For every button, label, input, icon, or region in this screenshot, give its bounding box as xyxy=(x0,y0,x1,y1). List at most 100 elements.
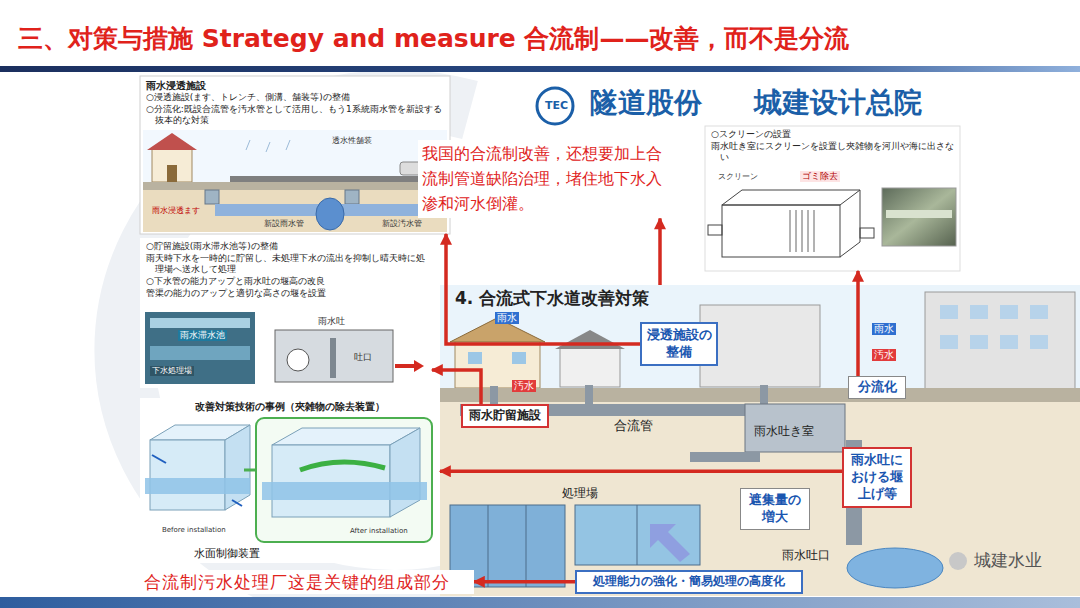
part-label: 雨水滞水池 xyxy=(178,330,227,341)
sewer-illustration xyxy=(585,385,593,405)
device-before-drawing xyxy=(232,500,242,506)
infiltration-illustration xyxy=(147,133,197,150)
device-before-drawing xyxy=(225,425,250,510)
company-name: 隧道股份 xyxy=(588,86,704,120)
measure-box: 浸透施設の整備 xyxy=(640,322,718,366)
device-before-drawing xyxy=(145,425,250,510)
panel-box: 改善対策技術の事例（夾雑物の除去装置）水面制御装置 xyxy=(140,398,440,563)
sewer-illustration xyxy=(555,330,625,349)
node-text: ○貯留施設(雨水滞水池等)の整備 xyxy=(146,241,426,253)
connector-arrow xyxy=(658,218,662,285)
weir-chamber-drawing xyxy=(330,338,336,378)
sewer-illustration xyxy=(745,404,845,452)
sewer-illustration xyxy=(488,505,489,587)
sewer-illustration xyxy=(650,524,690,562)
infiltration-illustration xyxy=(205,190,219,204)
slide-title: 三、对策与措施 Strategy and measure 合流制——改善，而不是… xyxy=(18,24,849,54)
part-label: 雨水吐き室 xyxy=(752,424,816,438)
panel-ground xyxy=(140,76,1080,596)
screen-chamber-drawing xyxy=(886,210,952,218)
node-text: ○分流化:既設合流管を汚水管として活用し、もう1系統雨水管を新設する抜本的な対策 xyxy=(146,104,444,127)
sewer-illustration xyxy=(1030,305,1048,319)
flow-tag: 雨水 xyxy=(872,323,896,335)
infiltration-illustration xyxy=(143,130,447,182)
screen-chamber-drawing xyxy=(802,210,803,252)
weir-chamber-drawing xyxy=(275,330,393,382)
storage-tank-photo xyxy=(145,312,255,384)
sewer-illustration xyxy=(560,347,620,387)
illustration-panel: 4. 合流式下水道改善対策浸透施設の整備分流化雨水貯留施設雨水吐における堰上げ等… xyxy=(440,285,1080,596)
screen-chamber-drawing xyxy=(722,205,840,257)
part-label: ゴミ除去 xyxy=(800,171,840,182)
measure-box: 雨水貯留施設 xyxy=(461,404,549,428)
callout-text: 合流制污水处理厂这是关键的组成部分 xyxy=(140,570,474,594)
node-text: 雨水浸透施設 xyxy=(146,79,444,92)
part-label: スクリーン xyxy=(716,172,760,182)
panel-ground xyxy=(140,76,450,234)
panel-ground xyxy=(705,126,960,271)
infiltration-illustration xyxy=(143,130,447,232)
device-after-drawing xyxy=(244,418,432,542)
sewer-illustration xyxy=(940,305,958,319)
watermark-icon xyxy=(949,552,967,570)
sewer-illustration xyxy=(1000,305,1018,319)
node-text: 4. 合流式下水道改善対策 xyxy=(455,287,649,309)
weir-chamber-drawing xyxy=(275,330,424,382)
weir-chamber-drawing xyxy=(414,360,424,372)
infiltration-illustration xyxy=(143,182,447,190)
node-text: 水面制御装置 xyxy=(144,547,436,561)
infiltration-illustration xyxy=(152,148,192,182)
part-label: 新設雨水管 xyxy=(262,219,306,229)
sewer-illustration xyxy=(440,292,1080,596)
panel-box: ○貯留施設(雨水滞水池等)の整備雨天時下水を一時的に貯留し、未処理下水の流出を抑… xyxy=(140,238,432,388)
screen-chamber-drawing xyxy=(808,210,809,252)
storage-tank-photo xyxy=(150,318,250,328)
sewer-illustration xyxy=(440,402,1080,596)
part-label: 透水性舗装 xyxy=(330,136,374,146)
flow-tag: 汚水 xyxy=(512,380,536,392)
device-after-drawing xyxy=(300,462,385,470)
flow-tag: 雨水 xyxy=(495,312,519,324)
connector-arrow xyxy=(474,580,575,584)
sewer-illustration xyxy=(700,305,820,387)
node-text: 管渠の能力のアップと適切な高さの堰を設置 xyxy=(146,288,426,300)
device-after-drawing xyxy=(390,428,420,517)
sewer-illustration xyxy=(468,352,482,364)
connector-arrow xyxy=(856,271,860,376)
node-text: 遮集量の増大 xyxy=(745,492,805,526)
sewer-illustration xyxy=(847,548,943,588)
sewer-illustration xyxy=(690,452,760,462)
part-label: 吐口 xyxy=(352,352,374,363)
logo-mark: TEC xyxy=(543,99,570,112)
sewer-illustration xyxy=(490,386,498,406)
screen-chamber-drawing xyxy=(722,190,860,205)
node-text: 雨水吐き室にスクリーンを設置し夾雑物を河川や海に出さない xyxy=(711,141,954,164)
sewer-illustration xyxy=(970,335,988,349)
screen-chamber-drawing xyxy=(708,188,956,257)
node-text: 我国的合流制改善，还想要加上合流制管道缺陷治理，堵住地下水入渗和河水倒灌。 xyxy=(422,142,676,216)
callout-box: 我国的合流制改善，还想要加上合流制管道缺陷治理，堵住地下水入渗和河水倒灌。 xyxy=(418,140,680,218)
node-text: 雨天時下水を一時的に貯留し、未処理下水の流出を抑制し晴天時に処理場へ送水して処理 xyxy=(146,253,426,276)
caption-label: After installation xyxy=(348,527,410,535)
company-logo xyxy=(537,88,573,124)
screen-chamber-drawing xyxy=(796,210,797,252)
device-after-drawing xyxy=(272,445,390,517)
infiltration-illustration xyxy=(316,198,344,230)
part-label: 雨水吐口 xyxy=(780,548,832,562)
infiltration-illustration xyxy=(167,165,177,182)
sewer-illustration xyxy=(1000,335,1018,349)
node-text: ○スクリーンの設置 xyxy=(711,129,954,141)
measure-box: 遮集量の増大 xyxy=(740,488,810,530)
storage-tank-photo xyxy=(145,312,255,384)
storage-tank-photo xyxy=(150,346,250,360)
sewer-illustration xyxy=(526,505,527,587)
sewer-illustration xyxy=(940,335,958,349)
sewer-illustration xyxy=(925,292,1075,390)
caption-label: Before installation xyxy=(160,526,228,534)
node-text: 処理能力の強化・簡易処理の高度化 xyxy=(581,574,797,590)
measure-box: 分流化 xyxy=(848,376,906,399)
watermark: 城建水业 xyxy=(972,550,1044,570)
device-after-drawing xyxy=(256,418,432,542)
